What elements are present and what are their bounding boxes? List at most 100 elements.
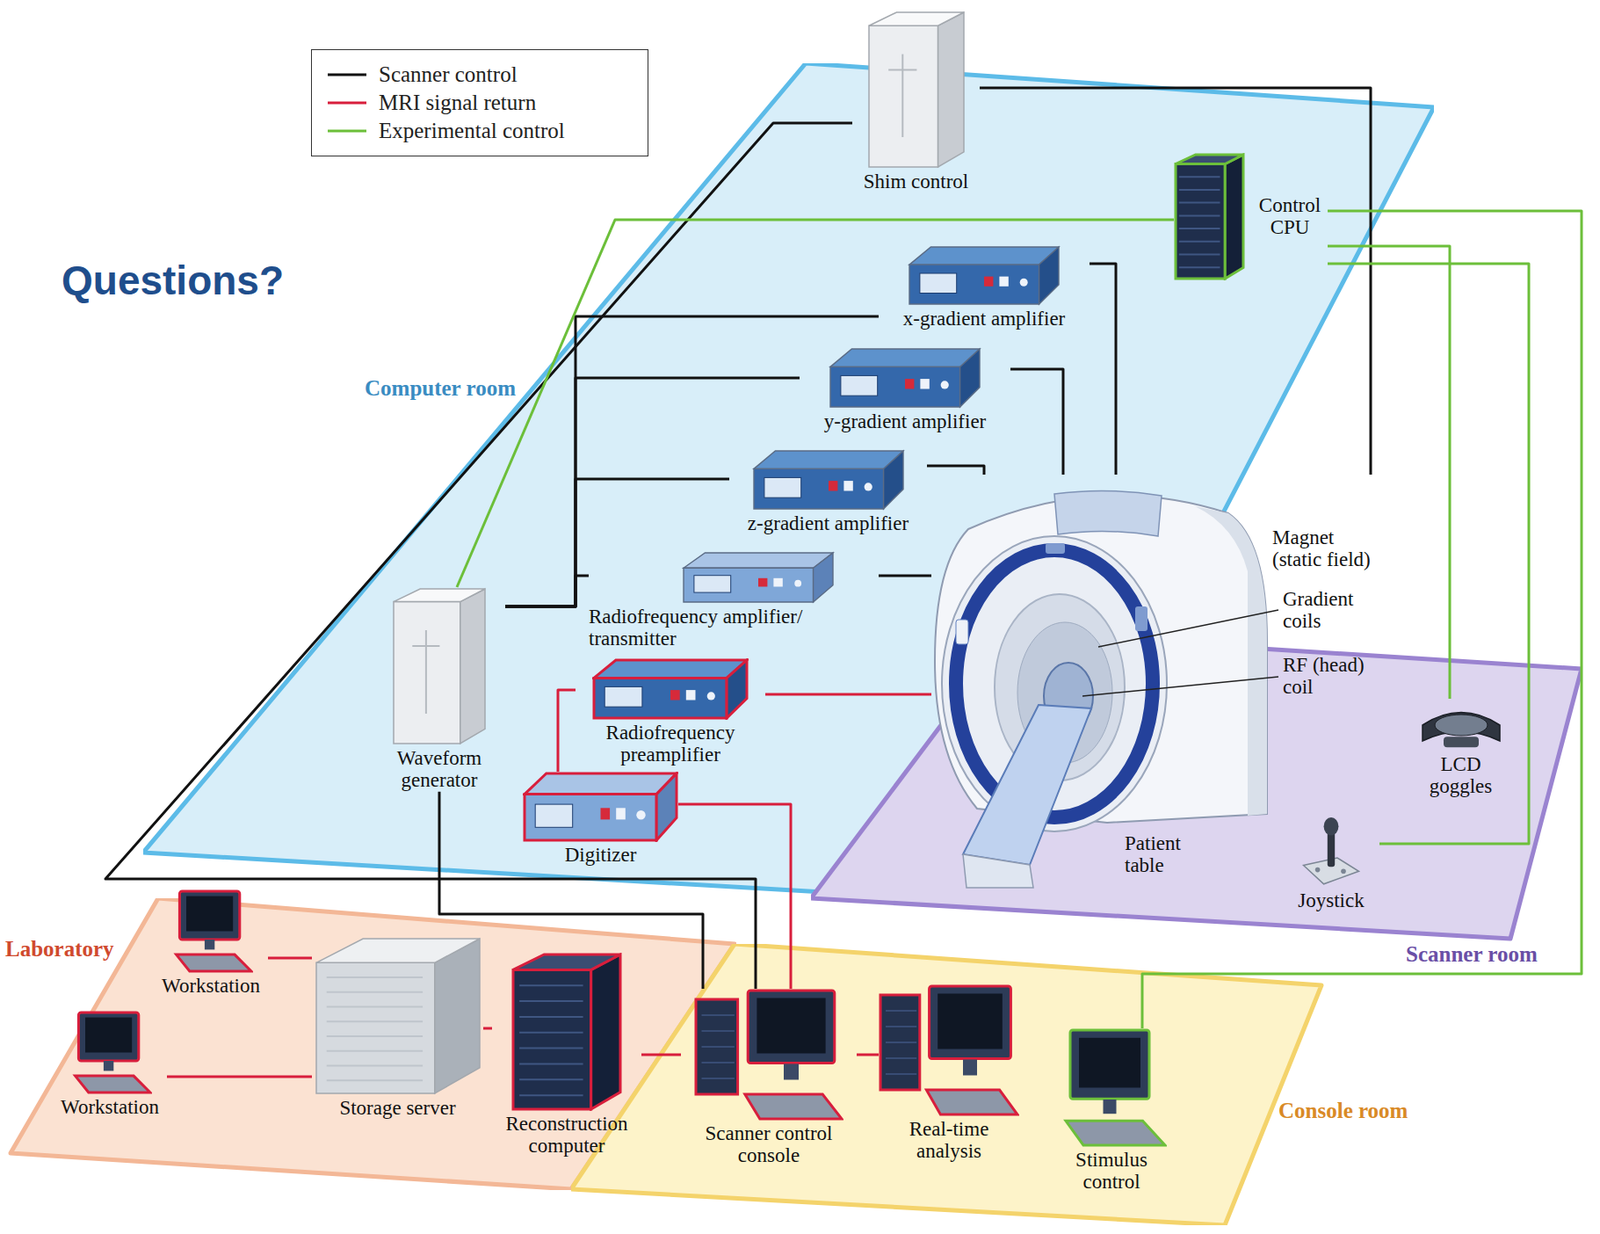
device-label: Radiofrequency preamplifier bbox=[575, 722, 766, 767]
device-icon-part bbox=[593, 677, 727, 718]
scanner-part-label: Patient table bbox=[1124, 832, 1213, 877]
device-icon-holder bbox=[867, 10, 966, 169]
device-node: Scanner control console bbox=[680, 988, 857, 1167]
device-node: Real-time analysis bbox=[878, 984, 1020, 1163]
device-icon-part bbox=[74, 1075, 150, 1093]
device-icon-part bbox=[102, 1060, 113, 1071]
device-icon-holder bbox=[1417, 698, 1506, 752]
mri-scanner-drawing-part bbox=[962, 854, 1034, 888]
device-icon-part bbox=[1179, 240, 1221, 243]
device-icon-part bbox=[1179, 266, 1221, 268]
device-icon-part bbox=[325, 1035, 422, 1037]
device-icon bbox=[681, 550, 835, 604]
device-icon-part bbox=[186, 896, 233, 932]
legend-text: MRI signal return bbox=[378, 90, 536, 116]
legend-box: Scanner controlMRI signal returnExperime… bbox=[311, 49, 649, 157]
device-icon-part bbox=[535, 803, 573, 827]
device-icon-part bbox=[1070, 1029, 1150, 1099]
device-icon-part bbox=[702, 1029, 735, 1032]
device-icon-part bbox=[1422, 712, 1500, 741]
device-node: Stimulus control bbox=[1049, 1028, 1173, 1194]
device-node: z-gradient amplifier bbox=[729, 448, 927, 536]
device-icon-part bbox=[604, 686, 643, 707]
mri-scanner-drawing-part bbox=[962, 704, 1092, 865]
device-icon-part bbox=[901, 54, 904, 138]
device-icon-part bbox=[707, 691, 716, 700]
device-icon-part bbox=[828, 480, 838, 491]
legend-text: Experimental control bbox=[378, 118, 565, 144]
device-icon-part bbox=[615, 807, 626, 819]
scanner-label-holder: Patient table bbox=[1124, 832, 1213, 877]
device-icon-part bbox=[919, 378, 929, 389]
device-icon-part bbox=[880, 994, 920, 1090]
signal-wire bbox=[1327, 246, 1450, 699]
device-icon-part bbox=[393, 601, 461, 744]
device-icon-part bbox=[393, 588, 486, 602]
device-icon-part bbox=[1179, 188, 1221, 191]
device-icon-part bbox=[756, 998, 826, 1054]
room-region: Scanner roomMagnet (static field)Gradien… bbox=[810, 632, 1582, 969]
mri-scanner-drawing-part bbox=[1098, 609, 1279, 647]
device-label: Reconstruction computer bbox=[492, 1113, 642, 1158]
device-label: Control CPU bbox=[1252, 195, 1328, 239]
device-icon-part bbox=[325, 976, 422, 978]
device-icon-holder bbox=[522, 771, 679, 842]
device-icon-holder bbox=[878, 984, 1020, 1116]
device-icon-part bbox=[524, 794, 657, 840]
device-icon-part bbox=[1039, 246, 1059, 305]
signal-wire bbox=[166, 1075, 312, 1079]
device-icon-part bbox=[929, 985, 1012, 1059]
device-label: z-gradient amplifier bbox=[729, 513, 927, 536]
device-icon-part bbox=[179, 890, 239, 940]
device-icon bbox=[169, 889, 254, 973]
scanner-label-holder: Magnet (static field) bbox=[1272, 527, 1383, 572]
device-icon-holder bbox=[391, 586, 487, 746]
legend-line-part bbox=[327, 130, 367, 133]
device-icon bbox=[828, 347, 982, 409]
device-icon-part bbox=[745, 1093, 842, 1119]
legend-line-part bbox=[327, 73, 367, 77]
device-icon-holder bbox=[907, 245, 1061, 306]
mri-scanner-drawing-part bbox=[955, 619, 969, 645]
device-icon-part bbox=[316, 938, 480, 963]
device-icon-part bbox=[513, 954, 621, 970]
device-icon-part bbox=[1434, 714, 1488, 736]
device-node: Workstation bbox=[52, 1010, 167, 1119]
device-icon bbox=[391, 586, 487, 746]
device-icon-part bbox=[1179, 253, 1221, 256]
device-icon-part bbox=[1175, 164, 1225, 280]
legend-line bbox=[311, 88, 374, 117]
device-icon-part bbox=[683, 552, 833, 568]
device-icon bbox=[1173, 152, 1246, 281]
device-icon-part bbox=[656, 773, 677, 840]
device-icon-part bbox=[702, 1013, 735, 1016]
region-label-holder: Scanner room bbox=[1405, 941, 1538, 967]
signal-wire bbox=[856, 1053, 879, 1057]
device-icon bbox=[1300, 812, 1362, 888]
device-icon-part bbox=[325, 991, 422, 993]
device-icon-holder bbox=[169, 889, 254, 973]
device-node: Radiofrequency amplifier/ transmitter bbox=[588, 550, 879, 651]
device-icon bbox=[907, 245, 1061, 306]
device-icon-part bbox=[885, 1009, 917, 1012]
device-icon-part bbox=[600, 807, 611, 819]
device-icon-part bbox=[962, 1059, 978, 1076]
device-icon-part bbox=[1179, 227, 1221, 230]
device-icon-part bbox=[830, 366, 961, 407]
device-icon-holder bbox=[314, 936, 482, 1095]
region-label-holder: Computer room bbox=[364, 376, 516, 401]
device-icon bbox=[522, 771, 679, 842]
scanner-part-label: Magnet (static field) bbox=[1272, 527, 1383, 572]
device-icon bbox=[752, 448, 905, 511]
device-label: Stimulus control bbox=[1049, 1149, 1173, 1194]
legend-line bbox=[311, 116, 374, 145]
device-icon-part bbox=[830, 348, 980, 367]
device-icon-part bbox=[325, 1020, 422, 1022]
mri-scanner-drawing-part bbox=[1045, 542, 1065, 554]
legend-row: MRI signal return bbox=[311, 88, 648, 117]
device-icon-part bbox=[783, 1064, 799, 1080]
device-icon-part bbox=[695, 999, 739, 1094]
device-icon-part bbox=[325, 1049, 422, 1052]
device-icon-part bbox=[1324, 817, 1340, 835]
